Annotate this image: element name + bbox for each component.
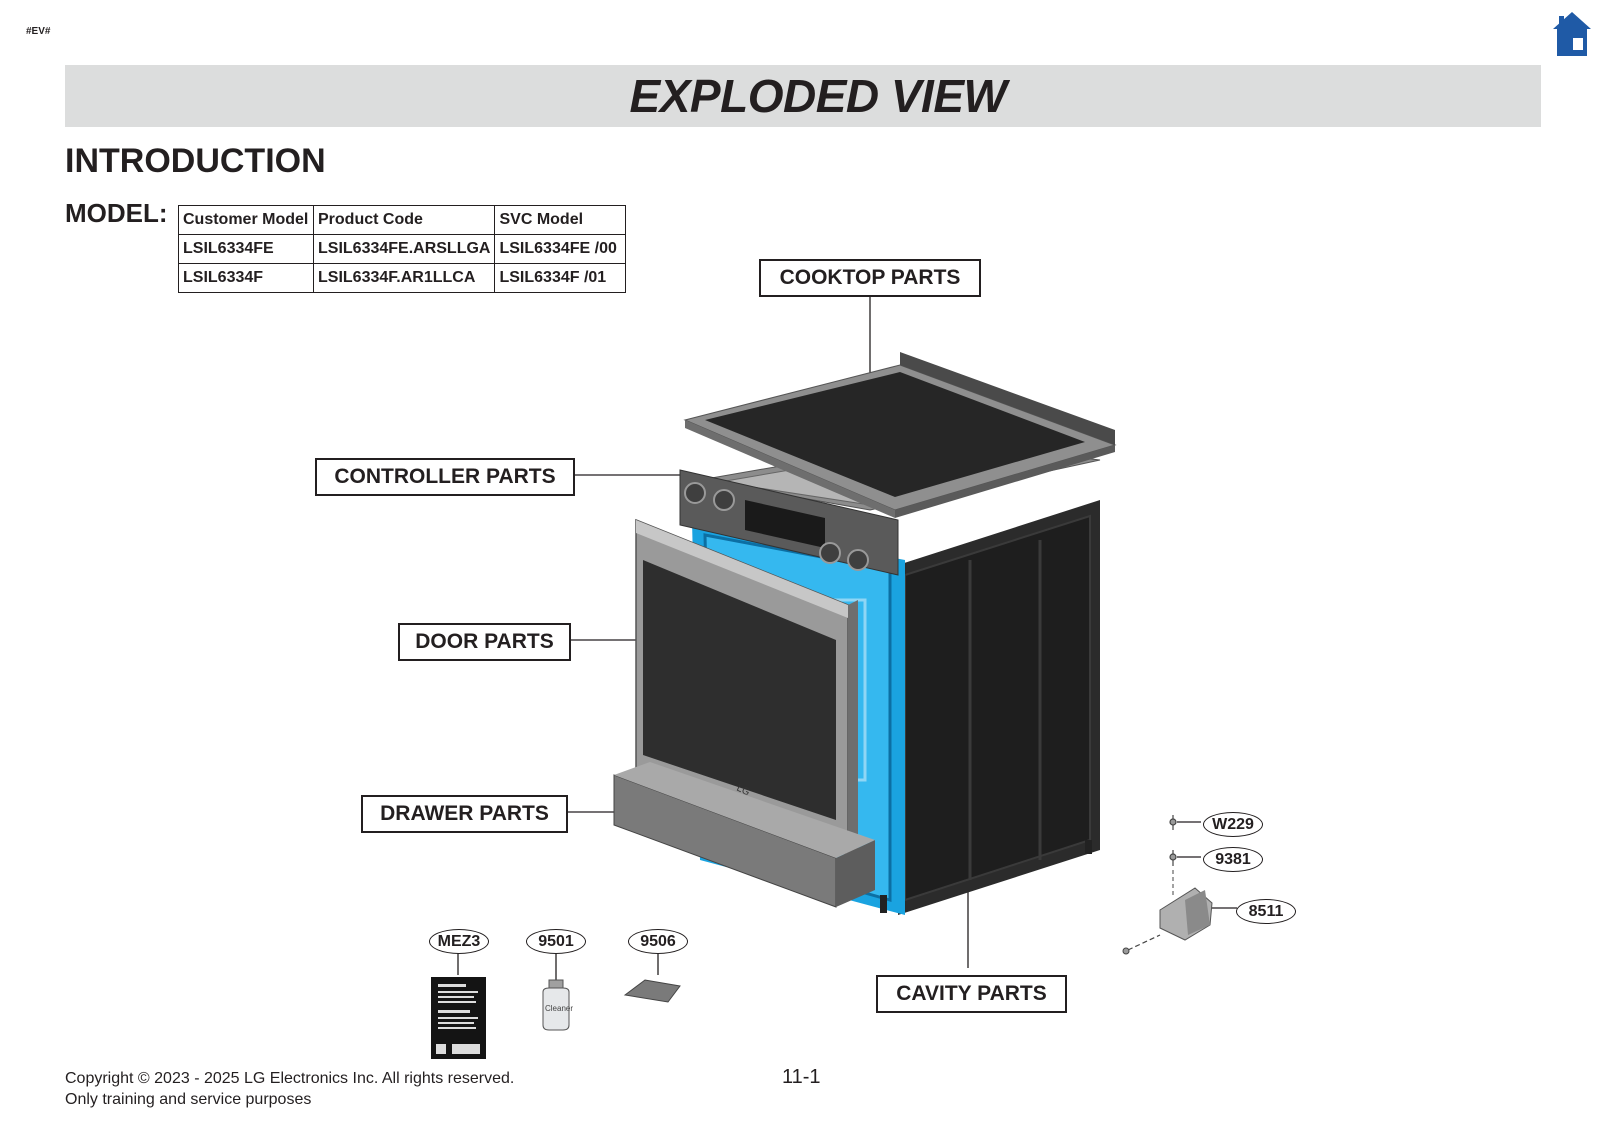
- callout-9506[interactable]: 9506: [628, 929, 688, 954]
- callout-8511[interactable]: 8511: [1236, 899, 1296, 924]
- table-row: LSIL6334FE LSIL6334FE.ARSLLGA LSIL6334FE…: [178, 234, 627, 264]
- door-parts-label[interactable]: DOOR PARTS: [398, 623, 571, 661]
- page-title: EXPLODED VIEW: [629, 70, 1007, 122]
- table-cell: LSIL6334FE /00: [494, 234, 627, 264]
- cleaner-bottle-label: Cleaner: [545, 1004, 573, 1013]
- table-row: LSIL6334F LSIL6334F.AR1LLCA LSIL6334F /0…: [178, 263, 627, 293]
- copyright-notice: Copyright © 2023 - 2025 LG Electronics I…: [65, 1068, 514, 1110]
- model-label: MODEL:: [65, 198, 168, 228]
- table-cell: LSIL6334FE.ARSLLGA: [312, 234, 496, 264]
- table-header-row: Customer Model Product Code SVC Model: [178, 205, 627, 235]
- callout-mez3[interactable]: MEZ3: [429, 929, 489, 954]
- page-number: 11-1: [782, 1066, 821, 1088]
- table-cell: LSIL6334F.AR1LLCA: [312, 263, 496, 293]
- model-table: Customer Model Product Code SVC Model LS…: [178, 205, 627, 293]
- callout-9381[interactable]: 9381: [1203, 847, 1263, 872]
- copyright-line: Copyright © 2023 - 2025 LG Electronics I…: [65, 1070, 515, 1087]
- purpose-line: Only training and service purposes: [65, 1091, 312, 1108]
- column-header: Customer Model: [178, 205, 314, 235]
- cooktop-parts-label[interactable]: COOKTOP PARTS: [759, 259, 981, 297]
- title-bar: EXPLODED VIEW: [65, 65, 1541, 127]
- column-header: SVC Model: [494, 205, 627, 235]
- drawer-parts-label[interactable]: DRAWER PARTS: [361, 795, 568, 833]
- intro-heading: INTRODUCTION: [65, 142, 326, 180]
- cavity-parts-label[interactable]: CAVITY PARTS: [876, 975, 1067, 1013]
- section-tag: #EV#: [26, 26, 51, 37]
- table-cell: LSIL6334F: [178, 263, 314, 293]
- table-cell: LSIL6334F /01: [494, 263, 627, 293]
- callout-w229[interactable]: W229: [1203, 812, 1263, 837]
- controller-parts-label[interactable]: CONTROLLER PARTS: [315, 458, 575, 496]
- home-icon[interactable]: [1553, 12, 1591, 56]
- callout-9501[interactable]: 9501: [526, 929, 586, 954]
